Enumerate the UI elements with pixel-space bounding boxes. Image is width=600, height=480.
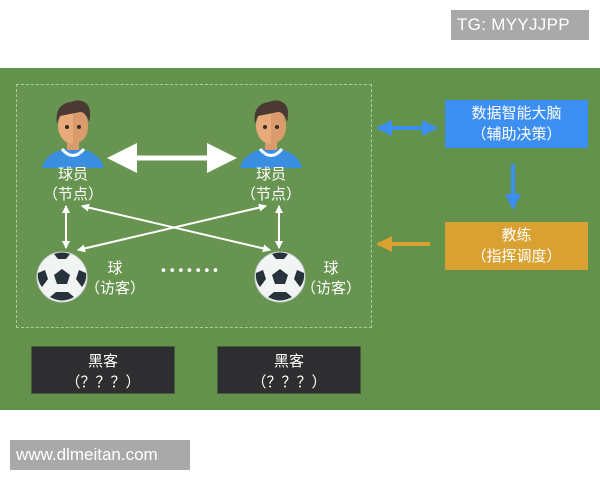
- hacker-subtitle: （？？？）: [251, 373, 327, 391]
- player-label: 球员 （节点）: [236, 164, 306, 204]
- player-subtitle: （节点）: [240, 185, 301, 203]
- player-title: 球员: [255, 165, 286, 183]
- player-label: 球员 （节点）: [38, 164, 108, 204]
- watermark-bottom: www.dlmeitan.com: [10, 440, 190, 470]
- hacker-title: 黑客: [87, 352, 118, 370]
- player-icon: [42, 100, 104, 168]
- ball-title: 球: [323, 259, 339, 277]
- hacker-box: 黑客 （？？？）: [217, 346, 361, 394]
- connection-arrows: [62, 120, 521, 253]
- brain-title: 数据智能大脑: [471, 104, 562, 122]
- ball-subtitle: （访客）: [300, 279, 361, 297]
- coach-subtitle: （指挥调度）: [471, 247, 562, 265]
- network-boundary: [16, 84, 372, 328]
- more-visitors-ellipsis: •••••••: [159, 264, 221, 279]
- coach-box: 教练 （指挥调度）: [445, 222, 588, 270]
- ball-subtitle: （访客）: [84, 279, 145, 297]
- cross-arrow: [77, 203, 267, 253]
- hacker-title: 黑客: [273, 352, 304, 370]
- watermark-top: TG: MYYJJPP: [451, 10, 589, 40]
- player-subtitle: （节点）: [42, 185, 103, 203]
- soccer-ball-icon: [254, 251, 306, 303]
- soccer-field-diagram: 球员 （节点） 球员 （节点） 球 （访客） •••••••: [0, 68, 600, 410]
- player-icon: [240, 100, 302, 168]
- brain-subtitle: （辅助决策）: [471, 125, 562, 143]
- hacker-box: 黑客 （？？？）: [31, 346, 175, 394]
- hacker-subtitle: （？？？）: [65, 373, 141, 391]
- ball-title: 球: [107, 259, 123, 277]
- ball-label: 球 （访客）: [80, 258, 150, 298]
- ball-label: 球 （访客）: [296, 258, 366, 298]
- player-title: 球员: [57, 165, 88, 183]
- coach-title: 教练: [501, 226, 532, 244]
- soccer-ball-icon: [36, 251, 88, 303]
- data-brain-box: 数据智能大脑 （辅助决策）: [445, 100, 588, 148]
